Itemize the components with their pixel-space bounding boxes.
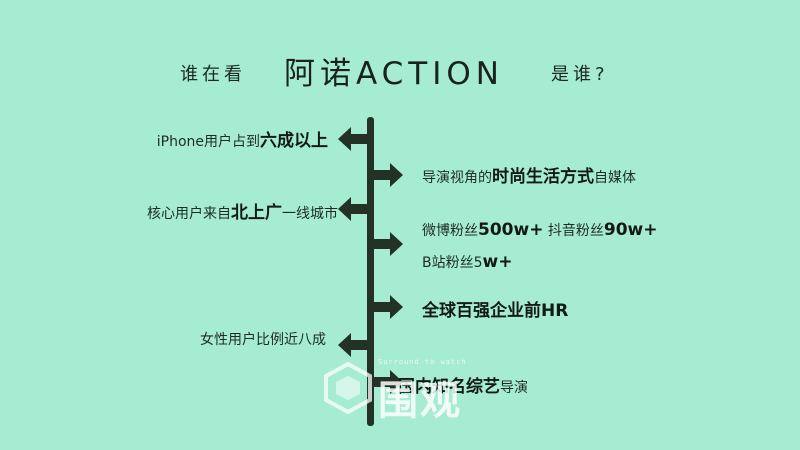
watermark-logo-icon — [322, 361, 374, 415]
right-item-text: 抖音粉丝 — [543, 223, 604, 239]
right-item-text: 微博粉丝 — [422, 223, 478, 239]
watermark: Surround to watch 围观 — [322, 356, 492, 426]
slide-title: 谁在看 阿诺ACTION 是谁? — [0, 44, 800, 92]
left-item-text: 核心用户来自 — [147, 206, 231, 222]
arrow-right-icon — [373, 161, 403, 189]
right-item-text: 5 — [473, 255, 483, 271]
right-item-text: 导演视角的 — [422, 170, 492, 186]
right-item-variety: 国内知名综艺导演 — [398, 372, 528, 397]
right-item-highlight: 全球百强企业前HR — [422, 301, 569, 321]
right-item-director: 导演视角的时尚生活方式自媒体 — [422, 162, 636, 187]
left-item-tail: 一线城市 — [282, 206, 338, 222]
left-item-text: 女性用户比例近八成 — [200, 332, 326, 348]
right-item-highlight: w+ — [482, 252, 513, 272]
arrow-left-icon — [338, 125, 368, 153]
right-item-highlight: 国内知名综艺 — [398, 377, 500, 397]
right-item-highlight: 时尚生活方式 — [492, 167, 594, 187]
left-item-iphone: iPhone用户占到六成以上 — [157, 126, 328, 151]
watermark-title: 围观 — [378, 378, 462, 424]
left-item-female: 女性用户比例近八成 — [200, 329, 326, 349]
right-item-bilibili: B站粉丝5w+ — [422, 252, 512, 272]
right-item-weibo-douyin: 微博粉丝500w+ 抖音粉丝90w+ — [422, 220, 658, 240]
arrow-left-icon — [338, 195, 368, 223]
right-item-tail: 导演 — [500, 380, 528, 396]
watermark-tagline: Surround to watch — [378, 358, 467, 366]
arrow-right-icon — [373, 293, 403, 321]
timeline-spine — [367, 117, 374, 426]
arrow-right-icon — [373, 230, 403, 258]
left-item-highlight: 六成以上 — [260, 131, 328, 151]
title-prefix: 谁在看 — [180, 64, 246, 85]
right-item-highlight: 90w+ — [603, 220, 658, 240]
right-item-tail: 自媒体 — [594, 170, 636, 186]
left-item-cities: 核心用户来自北上广一线城市 — [147, 198, 338, 223]
arrow-left-icon — [338, 331, 368, 359]
right-item-hr: 全球百强企业前HR — [422, 296, 568, 321]
left-item-text: iPhone用户占到 — [156, 134, 260, 150]
title-brand: 阿诺ACTION — [284, 56, 504, 92]
title-suffix: 是谁? — [551, 64, 609, 85]
arrow-right-icon — [373, 368, 403, 396]
left-item-highlight: 北上广 — [231, 203, 282, 223]
right-item-highlight: 500w+ — [478, 220, 544, 240]
right-item-text: B站粉丝 — [422, 255, 474, 271]
